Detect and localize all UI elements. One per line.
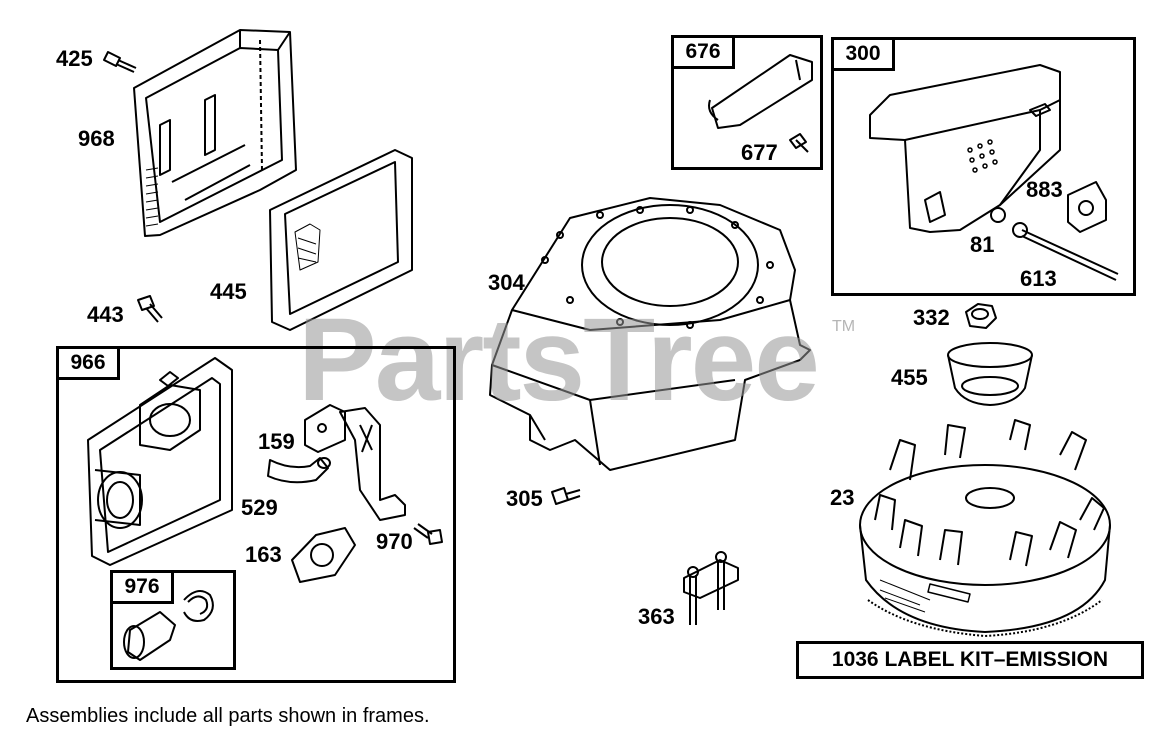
part-label-443[interactable]: 443 (87, 302, 124, 327)
screw-305 (551, 487, 581, 505)
bracket-159 (304, 404, 406, 521)
watermark: PartsTree (298, 294, 820, 426)
muffler-guard-676 (708, 54, 813, 153)
part-label-81[interactable]: 81 (970, 232, 995, 257)
part-label-163[interactable]: 163 (245, 542, 282, 567)
frame-676 (671, 35, 823, 170)
part-label-304[interactable]: 304 (488, 270, 525, 295)
part-label-613[interactable]: 613 (1020, 266, 1057, 291)
muffler-300 (869, 64, 1119, 281)
part-label-332[interactable]: 332 (913, 305, 950, 330)
part-label-677[interactable]: 677 (741, 140, 778, 165)
part-label-970[interactable]: 970 (376, 529, 413, 554)
screw-970 (413, 523, 443, 545)
part-label-23[interactable]: 23 (830, 485, 855, 510)
part-label-363[interactable]: 363 (638, 604, 675, 629)
blower-housing (489, 197, 811, 471)
part-label-445[interactable]: 445 (210, 279, 247, 304)
part-label-425[interactable]: 425 (56, 46, 93, 71)
part-label-529[interactable]: 529 (241, 495, 278, 520)
frame-tag-966: 966 (56, 346, 120, 380)
frame-tag-676: 676 (671, 35, 735, 69)
part-label-305[interactable]: 305 (506, 486, 543, 511)
flywheel-23 (859, 419, 1111, 637)
part-label-455[interactable]: 455 (891, 365, 928, 390)
nut-332 (965, 303, 997, 329)
gasket-163 (291, 527, 356, 583)
footer-note: Assemblies include all parts shown in fr… (26, 705, 430, 727)
part-label-883[interactable]: 883 (1026, 177, 1063, 202)
frame-966 (56, 346, 456, 683)
governor-363 (683, 551, 739, 625)
carburetor-base-966 (87, 357, 233, 566)
trademark-symbol: TM (832, 318, 856, 335)
part-label-968[interactable]: 968 (78, 126, 115, 151)
air-filter-445 (269, 149, 413, 331)
frame-300 (831, 37, 1136, 296)
screw-443 (137, 295, 163, 323)
tube-529 (267, 457, 331, 484)
frame-tag-300: 300 (831, 37, 895, 71)
starter-cup-455 (947, 342, 1033, 406)
label-kit-emission[interactable]: 1036 LABEL KIT–EMISSION (796, 641, 1144, 679)
primer-bulb-976 (123, 590, 214, 661)
part-label-159[interactable]: 159 (258, 429, 295, 454)
air-cleaner-base (133, 29, 297, 237)
frame-tag-976: 976 (110, 570, 174, 604)
screw-425 (103, 51, 137, 73)
